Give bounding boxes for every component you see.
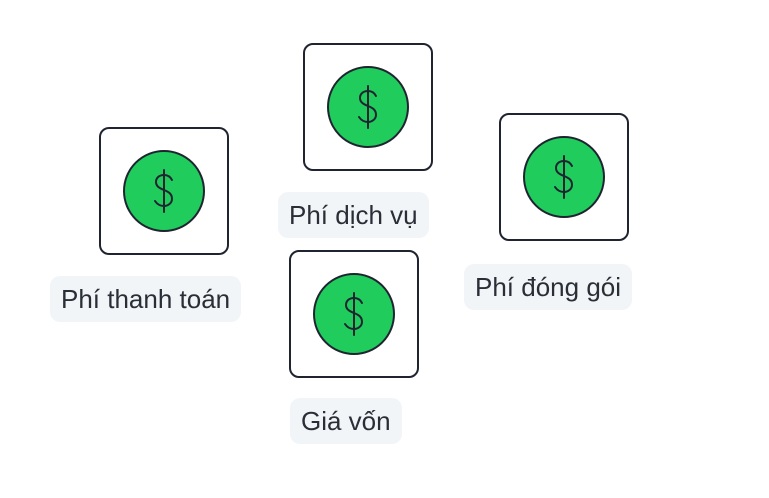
dollar-coin-icon bbox=[523, 136, 605, 218]
service-fee-card bbox=[303, 43, 433, 171]
cost-price-label: Giá vốn bbox=[290, 398, 402, 444]
dollar-coin-icon bbox=[313, 273, 395, 355]
cost-price-card bbox=[289, 250, 419, 378]
payment-fee-label: Phí thanh toán bbox=[50, 276, 242, 322]
packaging-fee-card bbox=[499, 113, 629, 241]
packaging-fee-label: Phí đóng gói bbox=[464, 264, 633, 310]
payment-fee-card bbox=[99, 127, 229, 255]
dollar-coin-icon bbox=[327, 66, 409, 148]
service-fee-label: Phí dịch vụ bbox=[278, 192, 429, 238]
dollar-coin-icon bbox=[123, 150, 205, 232]
